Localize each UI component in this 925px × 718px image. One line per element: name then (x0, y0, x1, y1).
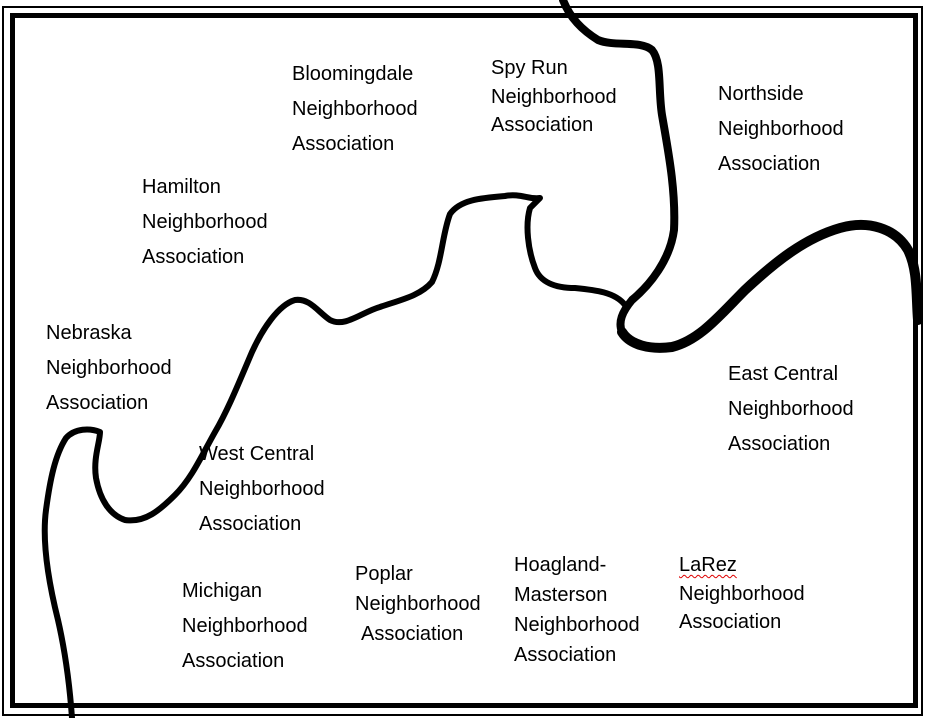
label-line: Northside (718, 83, 804, 105)
label-line: Association (679, 611, 782, 633)
label-line: Association (361, 623, 464, 645)
label-line: Association (728, 433, 831, 455)
label-line: Neighborhood (491, 86, 617, 108)
label-line: Neighborhood (142, 211, 268, 233)
label-line: Neighborhood (182, 615, 308, 637)
label-line: Neighborhood (728, 398, 854, 420)
label-line: Association (514, 644, 617, 666)
river-east (617, 220, 923, 353)
label-line: Association (718, 153, 821, 175)
label-line: East Central (728, 363, 839, 385)
inner-frame (10, 13, 918, 708)
outer-frame (2, 6, 923, 716)
label-line: Neighborhood (292, 98, 418, 120)
label-line: Masterson (514, 584, 608, 606)
label-line: Association (199, 513, 302, 535)
label-line: Association (182, 650, 285, 672)
label-line: Association (292, 133, 395, 155)
label-line: Nebraska (46, 322, 132, 344)
label-line: Hamilton (142, 176, 221, 198)
label-line: Association (46, 392, 149, 414)
label-line: Neighborhood (514, 614, 640, 636)
label-line: Bloomingdale (292, 63, 414, 85)
label-line: Neighborhood (199, 478, 325, 500)
label-line: Neighborhood (679, 583, 805, 605)
river-west (41, 192, 628, 718)
label-line: Association (142, 246, 245, 268)
river-north (559, 0, 679, 336)
label-line: Neighborhood (718, 118, 844, 140)
label-line: LaRez (679, 554, 737, 576)
label-line: Neighborhood (46, 357, 172, 379)
label-line: Hoagland- (514, 554, 607, 576)
label-line: Poplar (355, 563, 413, 585)
label-line: Spy Run (491, 57, 568, 79)
label-line: Michigan (182, 580, 263, 602)
label-line: Neighborhood (355, 593, 481, 615)
label-line: West Central (199, 443, 315, 465)
label-line: Association (491, 114, 594, 136)
